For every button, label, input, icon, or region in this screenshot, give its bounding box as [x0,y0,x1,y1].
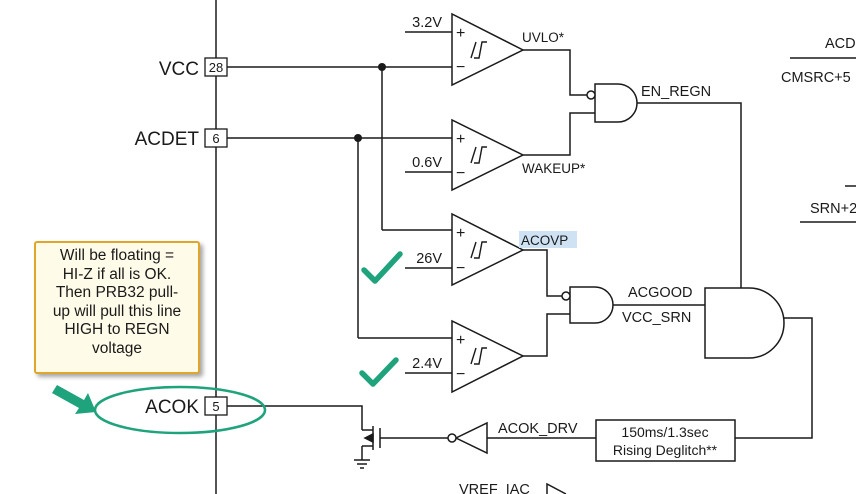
srn-label: SRN+2 [810,201,856,217]
nmos-symbol [227,405,381,460]
acok-and-gate [704,287,785,359]
svg-text:+: + [456,225,465,242]
vcc-junction-dot [378,63,386,71]
checkmark-icon [361,251,403,284]
acdet-pin-label: ACDET [135,129,200,150]
en-regn-wire [637,102,742,292]
acovp-ref-label: 26V [416,251,442,267]
acdet-threshold-ref-label: 2.4V [412,356,442,372]
svg-text:+: + [456,332,465,349]
en-regn-label: EN_REGN [641,84,711,100]
acok-pin-number: 5 [212,399,219,414]
acok-pin-label: ACOK [145,397,199,418]
deglitch-box [595,419,736,462]
uvlo-output-label: UVLO* [522,30,565,45]
svg-text:−: − [456,165,465,182]
cmsrc-label: CMSRC+5 [781,70,851,86]
acovp-comparator: + − [451,212,525,287]
and-output-wire [735,317,813,439]
svg-text:+: + [456,131,465,148]
acgood-nand-gate [561,286,614,324]
vref-iac-label: VREF_IAC [459,482,530,494]
vcc-pin-number: 28 [209,60,223,75]
svg-text:+: + [456,25,465,42]
acovp-output-label: ACOVP [521,233,568,248]
acdet-net [227,137,452,339]
vcc-pin-label: VCC [159,59,199,80]
ground-symbol [354,459,370,469]
acdet-pin-number: 6 [212,131,219,146]
uvlo-ref-label: 3.2V [412,15,442,31]
deglitch-line2: Rising Deglitch** [613,442,718,458]
acovp-highlight [519,231,577,248]
acok-drv-label: ACOK_DRV [498,421,578,437]
svg-text:−: − [456,366,465,383]
vcc-srn-label: VCC_SRN [622,310,691,326]
comparator-output-wires [523,49,595,357]
acd-label: ACD [825,36,856,52]
en-regn-nand-gate [586,83,638,123]
deglitch-line1: 150ms/1.3sec [621,424,708,440]
acdet-threshold-comparator: + − [451,319,525,394]
vref-iac-symbol [546,482,567,494]
vcc-net [227,66,452,231]
svg-text:−: − [456,260,465,277]
callout-note: Will be floating = HI-Z if all is OK. Th… [34,241,200,374]
uvlo-comparator: + − [451,12,525,87]
acgood-label: ACGOOD [628,285,692,301]
svg-text:−: − [456,59,465,76]
wakeup-comparator: + − [451,118,525,192]
reference-lines [405,31,452,374]
checkmark-icon [359,357,399,387]
acdet-junction-dot [354,134,362,142]
inverter-symbol [447,421,488,455]
wakeup-ref-label: 0.6V [412,155,442,171]
wakeup-output-label: WAKEUP* [522,161,586,176]
arrow-icon [52,385,96,414]
